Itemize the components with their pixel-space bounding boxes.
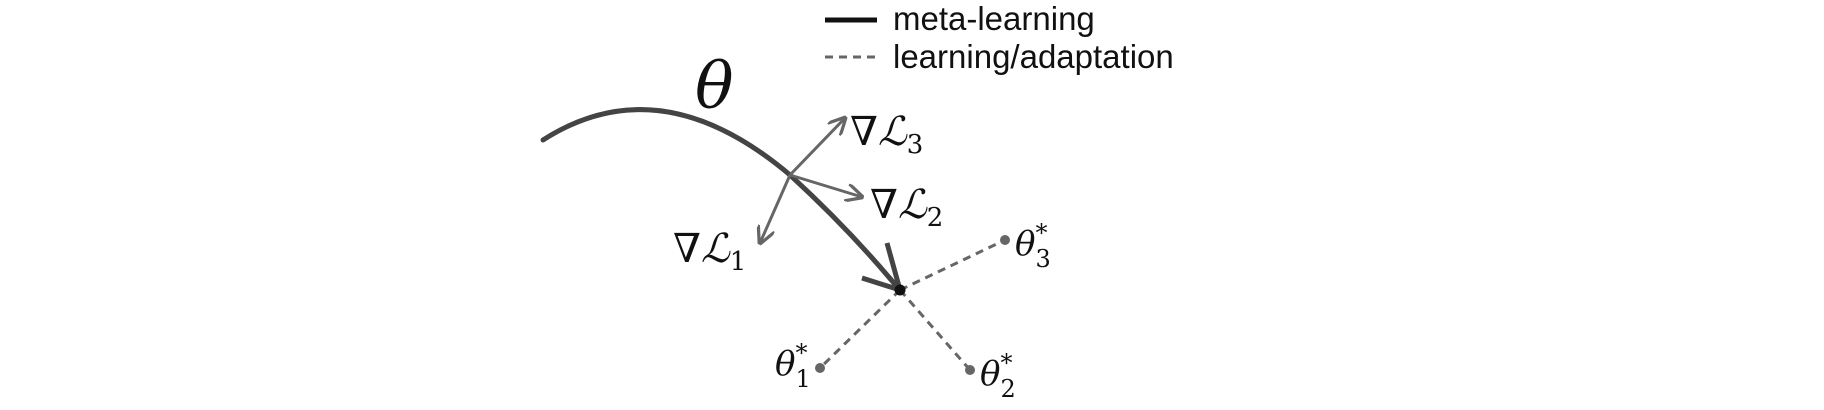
gradient-1-subscript: 1 [730, 247, 747, 277]
optimum-dot-2 [965, 365, 975, 375]
svg-text:∇ℒ1: ∇ℒ1 [673, 226, 746, 277]
gradient-arrow-2 [789, 173, 862, 197]
theta-star-label-2: θ*2 [980, 349, 1016, 403]
theta-symbol: θ [1015, 224, 1035, 264]
legend-meta-label: meta-learning [893, 0, 1095, 37]
meta-learning-path [540, 107, 906, 296]
nabla-symbol: ∇ [870, 182, 898, 228]
optimum-dot-3 [1000, 235, 1010, 245]
legend: meta-learning learning/adaptation [825, 0, 1174, 75]
theta-star-label-3: θ*3 [1015, 219, 1051, 273]
gradient-label-1: ∇ℒ1 [673, 226, 746, 277]
theta-symbol: θ [775, 344, 795, 384]
meta-path-curve [540, 107, 901, 291]
theta-symbol: θ [980, 354, 1000, 394]
star-superscript: * [1000, 349, 1012, 377]
gradient-label-3: ∇ℒ3 [850, 109, 923, 160]
theta-label: θ [695, 50, 734, 124]
star-superscript: * [1035, 219, 1047, 247]
svg-text:∇ℒ3: ∇ℒ3 [850, 109, 923, 160]
nabla-symbol: ∇ [850, 109, 878, 155]
theta-1-subscript: 1 [795, 365, 810, 393]
gradient-arrow-1 [760, 174, 792, 243]
adapt-line-1 [818, 288, 902, 370]
star-superscript: * [795, 339, 807, 367]
loss-symbol: ℒ [878, 109, 908, 155]
theta-star-label-1: θ*1 [775, 339, 811, 393]
gradient-arrows [760, 118, 862, 243]
loss-symbol: ℒ [701, 226, 731, 272]
theta-2-subscript: 2 [1000, 375, 1015, 403]
svg-text:θ*2: θ*2 [980, 349, 1016, 403]
gradient-3-subscript: 3 [907, 130, 924, 160]
adaptation-lines [815, 235, 1010, 375]
gradient-2-subscript: 2 [927, 203, 944, 233]
gradient-label-2: ∇ℒ2 [870, 182, 943, 233]
legend-adapt-label: learning/adaptation [893, 38, 1174, 75]
loss-symbol: ℒ [898, 182, 928, 228]
current-parameter-point [894, 284, 906, 296]
optimum-dot-1 [815, 363, 825, 373]
theta-3-subscript: 3 [1035, 245, 1050, 273]
adapt-line-3 [899, 238, 1006, 292]
gradient-arrow-3 [788, 118, 845, 177]
svg-text:∇ℒ2: ∇ℒ2 [870, 182, 943, 233]
svg-text:θ*3: θ*3 [1015, 219, 1051, 273]
adapt-line-2 [898, 289, 972, 371]
nabla-symbol: ∇ [673, 226, 701, 272]
svg-text:θ*1: θ*1 [775, 339, 811, 393]
